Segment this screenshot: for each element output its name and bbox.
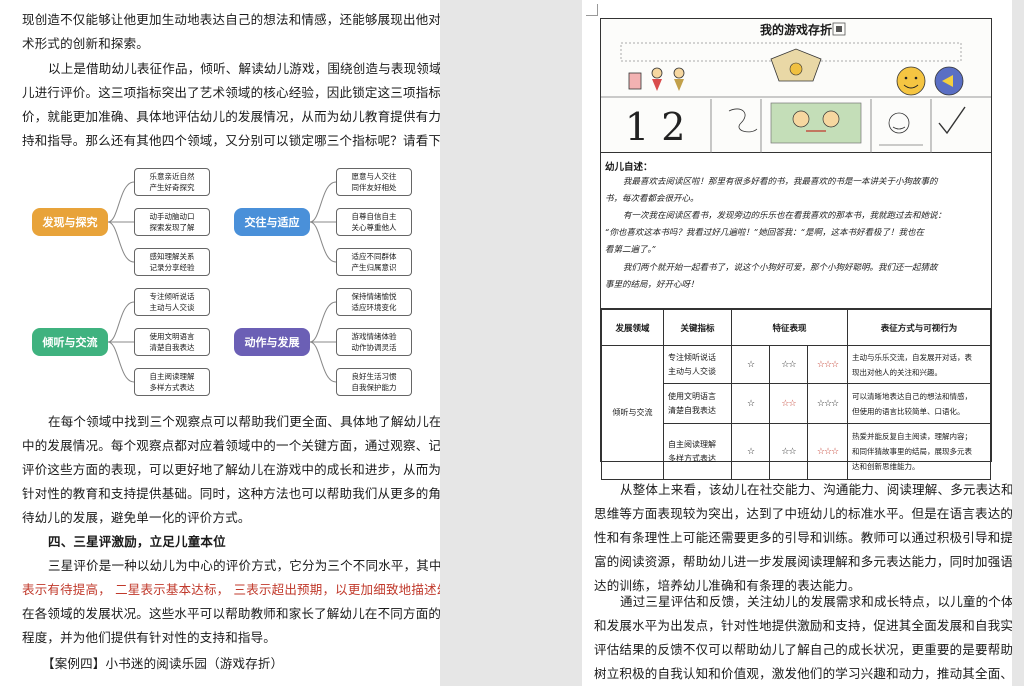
text-line: 富的阅读资源，帮助幼儿进一步发展阅读理解和多元表达能力，同时加强语言表 xyxy=(594,554,1012,569)
domain-mind-map: 发现与探究 交往与适应 倾听与交流 动作与发展 乐意亲近自然产生好奇探究 动手动… xyxy=(24,160,424,402)
star-rating-cell: ☆☆☆ xyxy=(807,345,848,384)
star-rating-cell: ☆ xyxy=(731,423,770,480)
text-line: 评估结果的反馈不仅可以帮助幼儿了解自己的成长状况，更重要的是要帮助他们 xyxy=(594,642,1012,657)
table-indicator-cell: 专注倾听说话主动与人交谈 xyxy=(663,345,732,384)
game-passbook-table: 我的游戏存折 xyxy=(600,18,992,480)
star-rating-cell: ☆☆☆ xyxy=(807,383,848,424)
drawing-title: 我的游戏存折 xyxy=(759,23,832,37)
text-line: 价，就能更加准确、具体地评估幼儿的发展情况，从而为幼儿教育提供有力的支 xyxy=(22,109,440,124)
mind-map-root-listening: 倾听与交流 xyxy=(32,328,108,356)
mind-map-leaf: 自尊自信自主关心尊重他人 xyxy=(336,208,412,236)
table-description-cell: 可以清晰地表达自己的想法和情感，但使用的语言比较简单、口语化。 xyxy=(847,383,991,424)
section-heading: 四、三星评激励，立足儿童本位 xyxy=(48,534,226,549)
intro-paragraph: 现创造不仅能够让他更加生动地表达自己的想法和情感，还能够展现出他对于艺 术形式的… xyxy=(22,8,440,56)
table-indicator-cell: 使用文明语言清楚自我表达 xyxy=(663,383,732,424)
star-rating-cell: ☆☆ xyxy=(769,423,808,480)
text-line: 术形式的创新和探索。 xyxy=(22,36,150,51)
text-line: 在每个领域中找到三个观察点可以帮助我们更全面、具体地了解幼儿在游戏 xyxy=(48,414,440,429)
handwritten-line: “你也喜欢这本书吗？我看过好几遍啦！”她回答我：“是啊，这本书好看极了！我也在 xyxy=(605,228,925,238)
document-page-right: 我的游戏存折 xyxy=(582,0,1012,686)
handwritten-line: 事里的结局，好开心呀！ xyxy=(605,280,699,290)
text-line: 持和指导。那么还有其他四个领域，又分别可以锁定哪三个指标呢？请看下图： xyxy=(22,133,440,148)
mind-map-leaf: 自主阅读理解多样方式表达 xyxy=(134,368,210,396)
text-line: 待幼儿的发展，避免单一化的评价方式。 xyxy=(22,510,251,525)
mind-map-leaf: 愿意与人交往同伴友好相处 xyxy=(336,168,412,196)
paragraph-4: 三星评价是一种以幼儿为中心的评价方式，它分为三个不同水平，其中一星 表示有待提高… xyxy=(22,554,440,650)
mind-map-leaf: 游戏情绪体验动作协调灵活 xyxy=(336,328,412,356)
star-rating-cell: ☆☆☆ xyxy=(807,423,848,480)
text-line: 程度，并为他们提供有针对性的支持和指导。 xyxy=(22,630,277,645)
handwritten-line: 书，每次看都会很开心。 xyxy=(605,194,699,204)
mind-map-leaf: 使用文明语言清楚自我表达 xyxy=(134,328,210,356)
crop-mark xyxy=(586,4,598,16)
analysis-paragraph: 从整体上来看，该幼儿在社交能力、沟通能力、阅读理解、多元表达和创新 思维等方面表… xyxy=(594,478,1012,598)
mind-map-leaf: 适应不同群体产生归属意识 xyxy=(336,248,412,276)
text-line: 现创造不仅能够让他更加生动地表达自己的想法和情感，还能够展现出他对于艺 xyxy=(22,12,440,27)
table-row: 使用文明语言清楚自我表达 ☆ ☆☆ ☆☆☆ 可以清晰地表达自己的想法和情感，但使… xyxy=(602,383,991,424)
table-header: 特征表现 xyxy=(731,309,848,346)
text-line: 以上是借助幼儿表征作品，倾听、解读幼儿游戏，围绕创造与表现领域对幼 xyxy=(48,61,440,76)
evaluation-table: 发展领域 关键指标 特征表现 表征方式与可视行为 倾听与交流 专注倾听说话主动与… xyxy=(601,309,991,480)
mind-map-leaf: 感知理解关系记录分享经验 xyxy=(134,248,210,276)
mind-map-leaf: 保持情绪愉悦适应环境变化 xyxy=(336,288,412,316)
star-rating-cell: ☆☆ xyxy=(769,345,808,384)
mind-map-leaf: 动手动脑动口探索发现了解 xyxy=(134,208,210,236)
mind-map-root-social: 交往与适应 xyxy=(234,208,310,236)
table-header: 发展领域 xyxy=(601,309,664,346)
table-header: 表征方式与可视行为 xyxy=(847,309,991,346)
text-line: 儿进行评价。这三项指标突出了艺术领域的核心经验，因此锁定这三项指标的评 xyxy=(22,85,440,100)
text-line: 和发展水平为出发点，针对性地提供激励和支持，促进其全面发展和自我实现。 xyxy=(594,618,1012,633)
paragraph-3: 在每个领域中找到三个观察点可以帮助我们更全面、具体地了解幼儿在游戏 中的发展情况… xyxy=(22,410,440,530)
drawing-number-label: 1 2 xyxy=(625,105,686,149)
mind-map-root-movement: 动作与发展 xyxy=(234,328,310,356)
text-line: 树立积极的自我认知和价值观，激发他们的学习兴趣和动力，推动其全面、平衡、 xyxy=(594,666,1012,681)
text-line: 通过三星评估和反馈，关注幼儿的发展需求和成长特点，以儿童的个体差异 xyxy=(620,594,1012,609)
text-line: 在各领域的发展状况。这些水平可以帮助教师和家长了解幼儿在不同方面的发展 xyxy=(22,606,440,621)
child-drawing: 我的游戏存折 xyxy=(601,19,991,153)
table-row: 倾听与交流 专注倾听说话主动与人交谈 ☆ ☆☆ ☆☆☆ 主动与乐乐交流，自发展开… xyxy=(601,345,991,480)
mind-map-leaf: 乐意亲近自然产生好奇探究 xyxy=(134,168,210,196)
text-line: 表示有待提高， 二星表示基本达标， 三表示超出预期，以更加细致地描述幼儿 xyxy=(22,582,440,597)
handwritten-line: 我最喜欢去阅读区啦！那里有很多好看的书，我最喜欢的书是一本讲关于小狗故事的 xyxy=(623,177,938,187)
text-line: 达的训练，培养幼儿准确和有条理的表达能力。 xyxy=(594,578,861,593)
document-page-left: 现创造不仅能够让他更加生动地表达自己的想法和情感，还能够展现出他对于艺 术形式的… xyxy=(0,0,440,686)
table-description-cell: 热爱并能反复自主阅读，理解内容；和同伴猜故事里的结局，展现多元表达和创新思维能力… xyxy=(847,423,991,480)
handwritten-line: 看第二遍了。” xyxy=(605,245,657,255)
feedback-paragraph: 通过三星评估和反馈，关注幼儿的发展需求和成长特点，以儿童的个体差异 和发展水平为… xyxy=(594,590,1012,686)
case-title: 【案例四】小书迷的阅读乐园（游戏存折） xyxy=(42,656,284,671)
hand-drawn-illustration xyxy=(601,22,991,153)
table-header-row: 发展领域 关键指标 特征表现 表征方式与可视行为 xyxy=(601,309,991,346)
table-header: 关键指标 xyxy=(663,309,732,346)
text-line: 针对性的教育和支持提供基础。同时，这种方法也可以帮助我们从更多的角度看 xyxy=(22,486,440,501)
table-indicator-cell: 自主阅读理解多样方式表达 xyxy=(663,423,732,480)
table-row: 自主阅读理解多样方式表达 ☆ ☆☆ ☆☆☆ 热爱并能反复自主阅读，理解内容；和同… xyxy=(602,423,991,480)
table-description-cell: 主动与乐乐交流，自发展开对话，表现出对他人的关注和兴趣。 xyxy=(847,345,991,384)
text-line: 中的发展情况。每个观察点都对应着领域中的一个关键方面，通过观察、记录和 xyxy=(22,438,440,453)
table-domain-cell: 倾听与交流 xyxy=(601,345,664,480)
text-line: 性和有条理性上可能还需要更多的引导和训练。教师可以通过积极引导和提供丰 xyxy=(594,530,1012,545)
child-self-statement: 幼儿自述： 我最喜欢去阅读区啦！那里有很多好看的书，我最喜欢的书是一本讲关于小狗… xyxy=(601,153,991,309)
text-line: 评价这些方面的表现，可以更好地了解幼儿在游戏中的成长和进步，从而为提供 xyxy=(22,462,440,477)
mind-map-leaf: 专注倾听说话主动与人交谈 xyxy=(134,288,210,316)
mind-map-root-discover: 发现与探究 xyxy=(32,208,108,236)
handwritten-line: 有一次我在阅读区看书，发现旁边的乐乐也在看我喜欢的那本书，我就跑过去和她说： xyxy=(623,211,947,221)
star-rating-cell: ☆ xyxy=(731,345,770,384)
text-line: 从整体上来看，该幼儿在社交能力、沟通能力、阅读理解、多元表达和创新 xyxy=(620,482,1012,497)
paragraph-2: 以上是借助幼儿表征作品，倾听、解读幼儿游戏，围绕创造与表现领域对幼 儿进行评价。… xyxy=(22,57,440,153)
mind-map-connectors xyxy=(107,181,337,383)
handwritten-line: 我们两个就开始一起看书了，说这个小狗好可爱，那个小狗好聪明。我们还一起猜故 xyxy=(623,263,938,273)
self-statement-label: 幼儿自述： xyxy=(605,162,653,173)
star-rating-cell: ☆ xyxy=(731,383,770,424)
star-rating-cell: ☆☆ xyxy=(769,383,808,424)
text-line: 三星评价是一种以幼儿为中心的评价方式，它分为三个不同水平，其中一星 xyxy=(48,558,440,573)
text-line: 思维等方面表现较为突出，达到了中班幼儿的标准水平。但是在语言表达的准确 xyxy=(594,506,1012,521)
mind-map-leaf: 良好生活习惯自我保护能力 xyxy=(336,368,412,396)
